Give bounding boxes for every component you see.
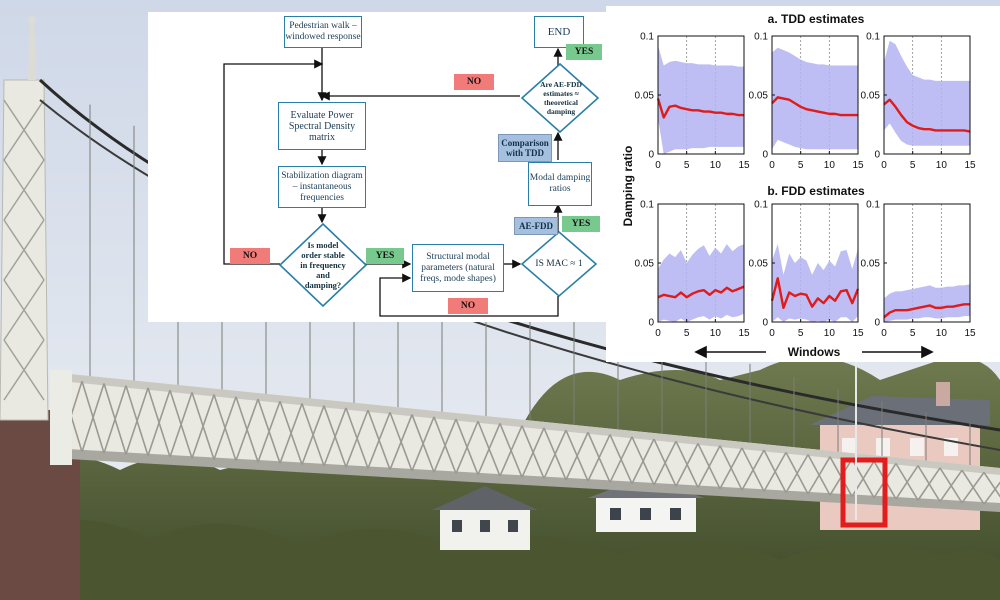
house-left [432,486,538,550]
confidence-band [658,45,744,154]
damping-series-line [771,96,858,117]
y-tick-label: 0.1 [640,32,654,43]
x-tick-label: 10 [936,328,948,339]
diamond-model-order-text: Is model order stable in frequency and d… [300,240,346,290]
damping-series-line [770,277,860,310]
x-tick-label: 10 [936,160,948,171]
damping-series-line [883,303,970,319]
diamond-model-order-shape [278,222,368,308]
confidence-band [884,284,970,322]
x-tick-label: 15 [852,160,864,171]
x-tick-label: 10 [710,328,722,339]
box-structural-modal-parameters: Structural modal parameters (natural fre… [412,244,504,292]
box-end: END [534,16,584,48]
x-tick-label: 10 [824,328,836,339]
x-tick-label: 5 [910,160,916,171]
y-tick-label: 0.05 [635,91,655,102]
note-ae-fdd: AE-FDD [514,217,558,235]
x-tick-label: 0 [655,328,661,339]
x-tick-label: 0 [769,160,775,171]
x-tick-label: 15 [738,328,750,339]
x-tick-label: 15 [964,328,976,339]
x-tick-label: 0 [655,160,661,171]
y-tick-label: 0.1 [754,32,768,43]
damping-plot-5: 0 0.05 0.1 0 5 10 15 [749,200,864,340]
x-tick-label: 0 [881,328,887,339]
tag-yes-mac: YES [562,216,600,232]
x-axis-arrow [694,345,934,359]
x-tick-label: 0 [769,328,775,339]
box-evaluate-psd: Evaluate Power Spectral Density matrix [278,102,366,150]
flowchart-connectors [223,47,563,317]
tag-no-mac: NO [448,298,488,314]
damping-charts-panel: Damping ratio a. TDD estimates b. FDD es… [606,6,1000,362]
y-tick-label: 0 [648,150,654,161]
x-tick-label: 5 [798,328,804,339]
damping-series-line [656,98,744,119]
damping-plot-6: 0 0.05 0.1 0 5 10 15 [861,200,976,340]
y-tick-label: 0.1 [866,200,880,211]
chart-title-tdd: a. TDD estimates [768,12,865,26]
confidence-band [772,47,858,150]
sensor-highlight-box [840,457,888,528]
x-tick-label: 5 [910,328,916,339]
box-modal-damping-ratios: Modal damping ratios [528,162,592,206]
box-pedestrian-walk: Pedestrian walk – windowed response [284,16,362,48]
damping-series-line [657,285,745,299]
x-tick-label: 5 [684,328,690,339]
box-stabilization-diagram: Stabilization diagram – instantaneous fr… [278,166,366,208]
y-tick-label: 0.05 [861,259,881,270]
tag-yes-order: YES [366,248,404,264]
damping-plot-2: 0 0.05 0.1 0 5 10 15 [749,32,864,172]
damping-series-line [883,98,971,133]
y-tick-label: 0 [648,318,654,329]
y-tick-label: 0.05 [635,259,655,270]
foreground-foliage [0,520,1000,600]
x-tick-label: 15 [738,160,750,171]
diamond-compare-shape [520,62,600,134]
x-tick-label: 5 [684,160,690,171]
y-tick-label: 0.05 [861,91,881,102]
damping-charts-svg: Damping ratio a. TDD estimates b. FDD es… [621,12,976,359]
damping-plot-3: 0 0.05 0.1 0 5 10 15 [861,32,976,172]
y-tick-label: 0 [874,318,880,329]
flowchart-panel: Pedestrian walk – windowed response Eval… [148,12,606,322]
diamond-mac-text: IS MAC ≈ 1 [535,259,583,269]
diamond-mac-shape [520,230,598,298]
y-tick-label: 0.05 [749,259,769,270]
y-tick-label: 0 [762,150,768,161]
x-tick-label: 15 [852,328,864,339]
y-tick-label: 0 [874,150,880,161]
tag-no-order: NO [230,248,270,264]
y-tick-label: 0.05 [749,91,769,102]
tag-yes-compare: YES [566,44,602,60]
x-tick-label: 5 [798,160,804,171]
y-tick-label: 0.1 [754,200,768,211]
y-tick-label: 0.1 [640,200,654,211]
damping-plot-4: 0 0.05 0.1 0 5 10 15 [635,200,750,340]
y-tick-label: 0 [762,318,768,329]
diamond-compare-text: Are AE-FDD estimates ≈ theoretical dampi… [540,80,582,116]
x-tick-label: 10 [824,160,836,171]
x-axis-label: Windows [788,345,841,359]
note-comparison-with-tdd: Comparison with TDD [498,134,552,162]
y-tick-label: 0.1 [866,32,880,43]
tag-no-compare: NO [454,74,494,90]
x-tick-label: 0 [881,160,887,171]
confidence-band [658,244,744,322]
x-tick-label: 10 [710,160,722,171]
chart-title-fdd: b. FDD estimates [767,184,865,198]
x-tick-label: 15 [964,160,976,171]
y-axis-label: Damping ratio [621,146,635,227]
deck-end-post [50,370,72,465]
damping-plot-1: 0 0.05 0.1 0 5 10 15 [635,32,750,172]
confidence-band [772,244,858,322]
